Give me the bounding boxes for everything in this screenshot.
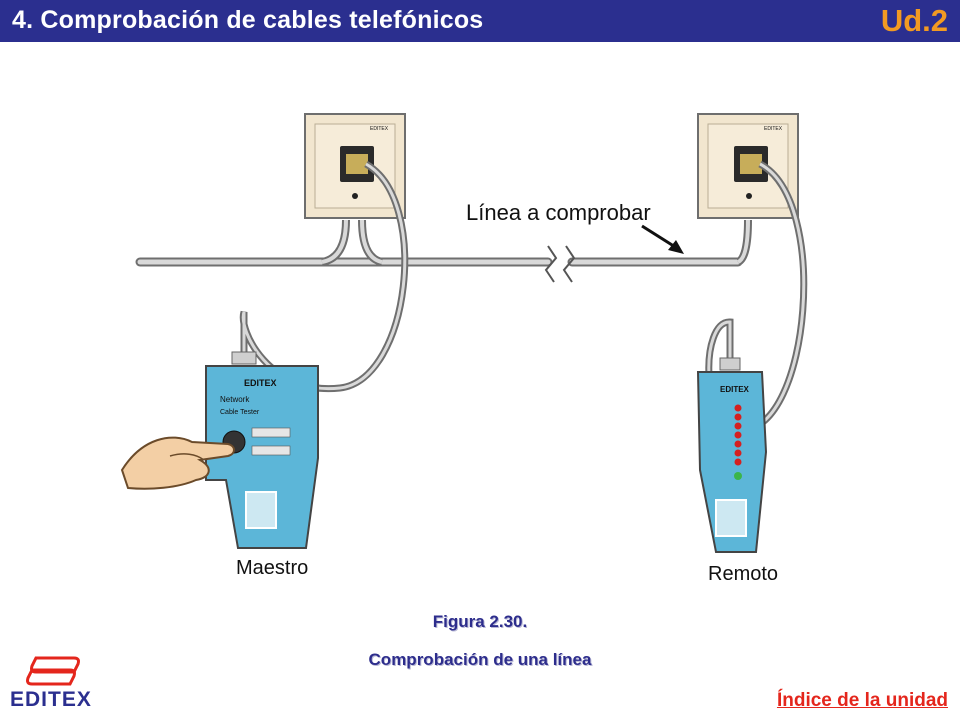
svg-text:Network: Network <box>220 395 250 404</box>
remote-label: Remoto <box>708 563 778 585</box>
figure-caption: Comprobación de una línea <box>368 650 592 669</box>
hand-illustration <box>120 436 235 490</box>
remote-tester: EDITEX <box>696 357 768 553</box>
master-label: Maestro <box>236 557 308 579</box>
editex-logo-text: EDITEX <box>10 688 92 711</box>
editex-logo-icon <box>26 656 80 686</box>
slide-title: 4. Comprobación de cables telefónicos <box>12 6 484 34</box>
svg-text:Cable Tester: Cable Tester <box>220 409 260 416</box>
cable-test-figure: EDITEX EDITEX Línea a comprobar EDITEX N… <box>120 113 808 585</box>
unit-index-link[interactable]: Índice de la unidad <box>776 690 948 711</box>
line-break-symbol <box>544 245 576 283</box>
remote-led-column <box>734 404 742 480</box>
figure-number: Figura 2.30. <box>432 612 528 631</box>
wall-socket-right: EDITEX <box>697 113 799 219</box>
svg-text:EDITEX: EDITEX <box>244 378 277 388</box>
header-bar: 4. Comprobación de cables telefónicos Ud… <box>0 0 960 42</box>
wall-socket-left: EDITEX <box>304 113 406 219</box>
svg-text:EDITEX: EDITEX <box>370 126 389 132</box>
master-tester: EDITEX Network Cable Tester <box>205 351 319 549</box>
unit-badge: Ud.2 <box>880 3 948 38</box>
svg-text:EDITEX: EDITEX <box>764 126 783 132</box>
svg-text:EDITEX: EDITEX <box>720 385 750 394</box>
line-label: Línea a comprobar <box>466 200 651 225</box>
